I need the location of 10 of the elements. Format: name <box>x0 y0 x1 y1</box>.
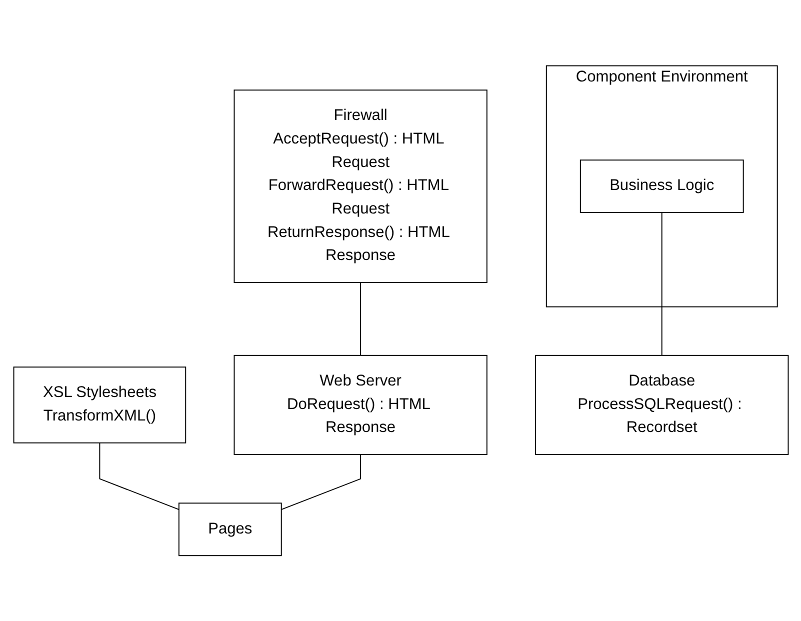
connector <box>360 282 361 356</box>
node-box: Web Server DoRequest() : HTML Response <box>233 354 487 455</box>
node-box: XSL Stylesheets TransformXML() <box>12 366 186 444</box>
connector <box>660 212 662 356</box>
node-box: Database ProcessSQLRequest() : Recordset <box>534 354 788 455</box>
connector <box>98 442 179 510</box>
node-box: Firewall AcceptRequest() : HTML Request ForwardRequest() : HTML Request ReturnResponse() : HTML Response <box>233 89 487 283</box>
connector <box>280 454 361 510</box>
node-box: Pages <box>178 502 282 556</box>
node-box: Business Logic <box>579 159 744 213</box>
